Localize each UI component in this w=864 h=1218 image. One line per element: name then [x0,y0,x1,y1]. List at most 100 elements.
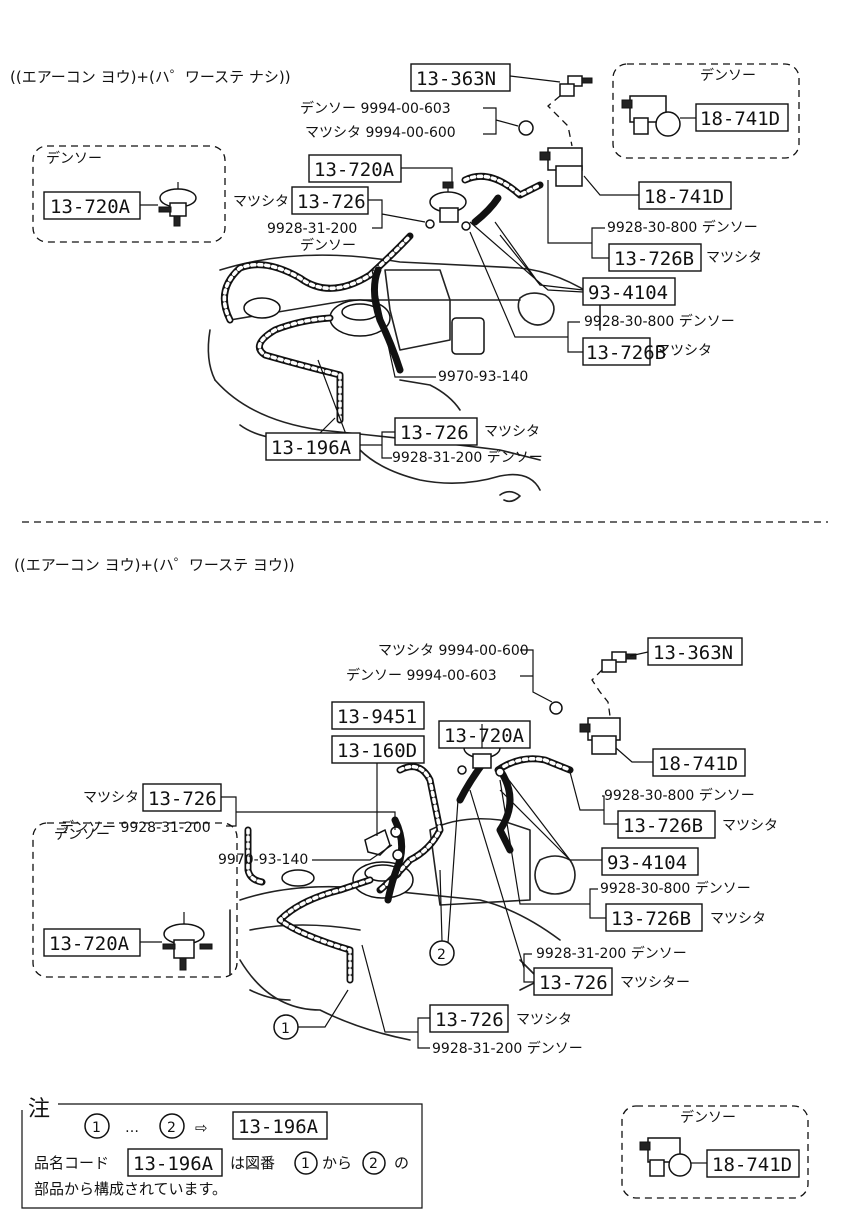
top-part-18-741D: 18-741D [644,186,724,208]
note-line2-part-box[interactable] [127,1148,223,1177]
note-line2-circle-1 [294,1151,318,1175]
bottom-part-13-726-a: 13-726 [148,788,217,810]
top-label-matsushita-726: マツシタ [233,194,289,210]
top-label-9970-93-140: 9970-93-140 [438,369,528,385]
note-line2-circle-1-label: 1 [301,1156,310,1172]
note-line2-circle-2 [362,1151,386,1175]
bottom-part-13-160D: 13-160D [337,740,417,762]
bottom-part-13-720A: 13-720A [444,725,525,747]
note-ellipsis: … [125,1120,139,1136]
bottom-sensor [601,651,637,673]
top-part-13-726B-a: 13-726B [614,248,694,270]
bottom-part-13-726-b: 13-726 [539,972,608,994]
bottom-label-nut-denso: デンソー 9994-00-603 [346,667,497,684]
vacuum-valve-icon [158,182,197,227]
bottom-part-13-726B-a: 13-726B [623,815,703,837]
bottom-inset-left: デンソー 13-720A [32,822,238,978]
bottom-part-93-4104: 93-4104 [607,852,687,874]
top-label-hose-9928-30-800-a: 9928-30-800 デンソー [607,219,758,236]
note-line2-no: の [394,1154,409,1172]
bottom-label-clip-a: デンソー 9928-31-200 [60,819,211,836]
top-part-box-13-363N[interactable] [410,63,511,92]
top-vacuum-valve [425,181,471,231]
bottom-part-box-13-726B-a[interactable] [617,810,716,839]
top-part-box-13-726B-a[interactable] [608,243,702,272]
note-arrow-icon: ⇨ [195,1119,208,1137]
top-part-93-4104: 93-4104 [588,282,668,304]
top-label-matsushita-c: マツシタ [484,424,540,440]
note-line2-circle-2-label: 2 [369,1156,378,1172]
bottom-inset-left-part-box[interactable] [43,928,141,957]
bottom-solenoid-valve [549,701,621,755]
top-part-box-13-720A[interactable] [308,154,402,183]
bottom-label-hose-a: 9928-30-800 デンソー [604,787,755,804]
bottom-label-hose-b: 9928-30-800 デンソー [600,880,751,897]
note-circle-2-label: 2 [167,1120,176,1136]
bottom-label-nut-matsushita: マツシタ 9994-00-600 [378,643,529,659]
top-label-nut-matsushita: マツシタ 9994-00-600 [305,125,456,141]
top-part-13-726-c: 13-726 [400,422,469,444]
bottom-part-box-13-726-b[interactable] [533,967,613,996]
bottom-inset-left-part: 13-720A [49,933,130,955]
note-part-box[interactable] [232,1111,328,1140]
bottom-hoses [244,754,574,984]
bottom-part-13-726B-b: 13-726B [611,908,691,930]
top-inset-left-maker: デンソー [46,150,102,167]
note-line2-part: 13-196A [133,1153,214,1175]
callout-1-label: 1 [281,1021,290,1037]
bottom-label-9970-93-140: 9970-93-140 [218,852,308,868]
bottom-part-box-13-160D[interactable] [331,735,425,764]
note-title: 注 [28,1097,50,1122]
top-label-clip-maker: デンソー [300,237,356,254]
top-part-13-196A: 13-196A [271,437,352,459]
callout-2-label: 2 [437,947,446,963]
bottom-part-box-18-741D[interactable] [652,748,746,777]
bottom-inset-right-part-box[interactable] [706,1149,800,1178]
bottom-inset-left-maker: デンソー [54,826,110,843]
bottom-part-box-13-726B-b[interactable] [605,903,703,932]
bottom-label-clip-c: 9928-31-200 デンソー [432,1040,583,1057]
top-inset-left: デンソー 13-720A [32,145,226,243]
note-line2-a: 品名コード [34,1154,109,1172]
note-box: 注 1 … 2 ⇨ 13-196A 品名コード 13-196A は図番 1 から… [21,1097,423,1209]
vacuum-valve-icon [162,912,213,971]
bottom-part-18-741D: 18-741D [658,753,738,775]
top-part-box-18-741D[interactable] [638,181,732,210]
top-inset-right-part-box[interactable] [695,103,789,132]
top-label-matsushita-b: マツシタ [656,343,712,359]
bottom-inset-right: デンソー 18-741D [621,1105,809,1199]
top-inset-right: デンソー 18-741D [612,63,800,159]
bottom-bracket-13-160D [364,826,404,861]
top-part-13-720A: 13-720A [314,159,395,181]
bottom-labels: マツシタ 9994-00-600 デンソー 9994-00-603 13-363… [60,637,778,1057]
top-label-clip-9928-31-200-b: 9928-31-200 デンソー [392,449,543,466]
bottom-label-matsushita-e: マツシタ [516,1012,572,1028]
bottom-inset-right-part: 18-741D [712,1154,792,1176]
bottom-part-box-13-363N[interactable] [647,637,743,666]
bottom-heading: ((エアーコン ヨウ)+(ハ゜ワーステ ヨウ)) [14,556,295,574]
top-part-13-726: 13-726 [297,191,366,213]
top-inset-right-part: 18-741D [700,108,780,130]
bottom-label-clip-b: 9928-31-200 デンソー [536,945,687,962]
note-line3: 部品から構成されています。 [34,1180,227,1198]
top-part-box-93-4104[interactable] [582,277,676,306]
top-inset-left-part-box[interactable] [43,191,141,220]
top-sensor-wire [547,95,573,147]
top-part-13-363N: 13-363N [416,68,496,90]
top-part-box-13-196A[interactable] [265,432,361,461]
top-part-box-13-726-c[interactable] [394,417,478,446]
bottom-inset-right-maker: デンソー [680,1109,736,1126]
bottom-sensor-wire [591,669,611,717]
top-solenoid-valve [518,120,583,187]
bottom-part-box-93-4104[interactable] [601,847,699,876]
bottom-part-13-363N: 13-363N [653,642,733,664]
bottom-part-13-9451: 13-9451 [337,706,417,728]
note-circle-2 [159,1113,185,1139]
bottom-part-box-13-720A[interactable] [438,720,531,749]
bottom-part-box-13-9451[interactable] [331,701,425,730]
note-line2-b: は図番 [230,1154,275,1172]
note-part: 13-196A [238,1116,319,1138]
bottom-label-matsushita-b: マツシタ [722,818,778,834]
